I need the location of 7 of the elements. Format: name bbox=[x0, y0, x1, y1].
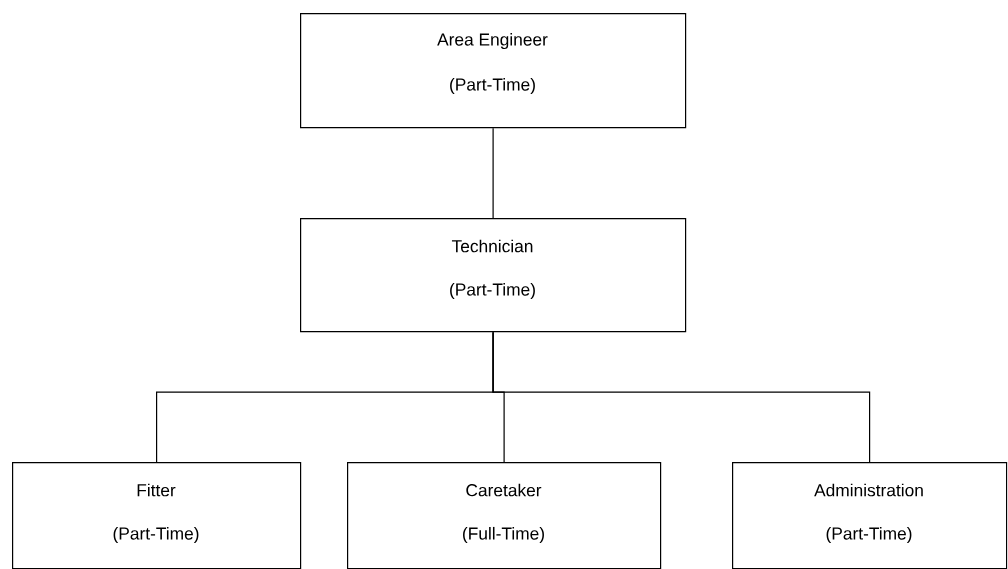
role-box: Area Engineer (Part-Time) bbox=[300, 13, 687, 129]
role-box: Caretaker (Full-Time) bbox=[347, 462, 662, 569]
connector-line bbox=[492, 331, 871, 463]
role-box: Technician (Part-Time) bbox=[300, 218, 687, 333]
role-box: Administration (Part-Time) bbox=[732, 462, 1008, 569]
role-box: Fitter (Part-Time) bbox=[12, 462, 302, 569]
connector-line bbox=[492, 127, 494, 219]
